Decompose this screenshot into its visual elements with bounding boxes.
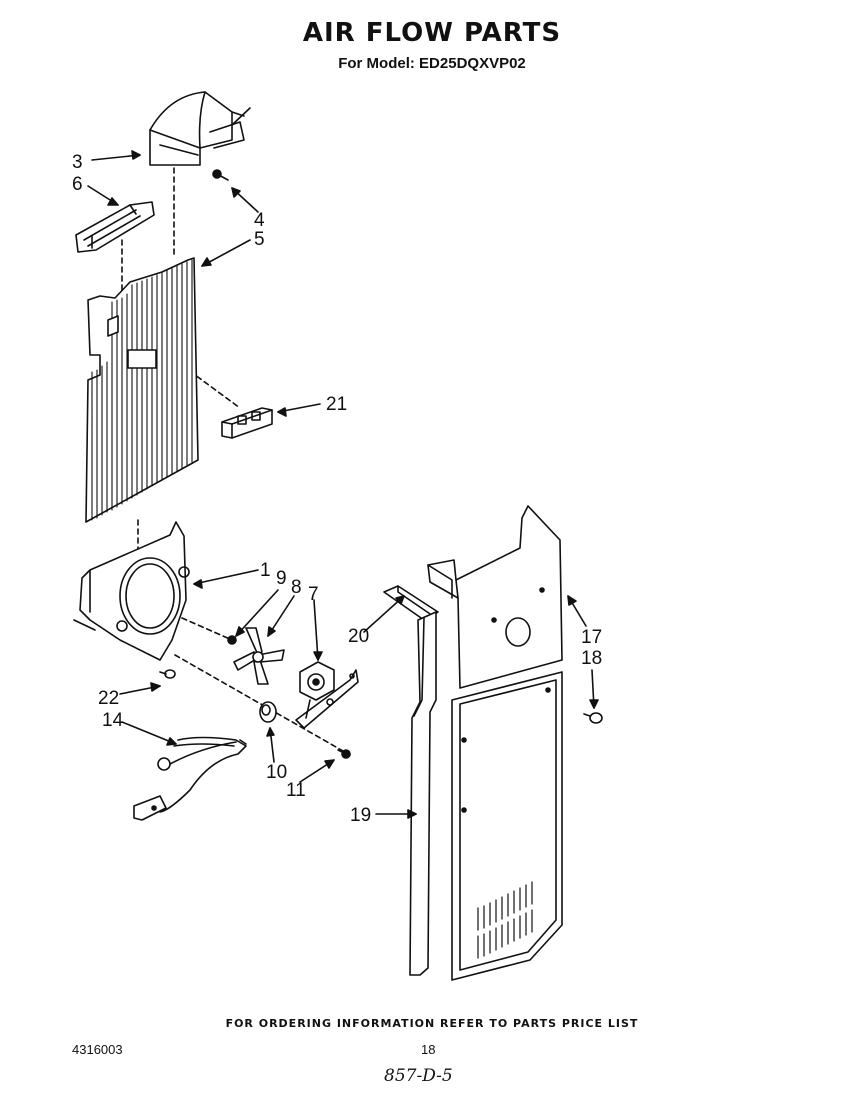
screw-part-4 <box>212 169 229 181</box>
page-number: 18 <box>421 1042 436 1057</box>
vent-grille <box>75 201 155 253</box>
callout-14: 14 <box>102 710 124 731</box>
callout-8: 8 <box>291 577 302 598</box>
air-duct-housing <box>149 91 251 166</box>
rear-access-panel <box>427 505 563 981</box>
handwritten-code: 857-D-5 <box>384 1066 453 1086</box>
callout-10: 10 <box>266 762 287 783</box>
callout-1: 1 <box>260 560 271 581</box>
leader-lines <box>87 150 599 819</box>
clip-part-21 <box>221 407 273 439</box>
grommet-part-10 <box>259 701 277 723</box>
callout-22: 22 <box>98 688 119 709</box>
callout-17: 17 <box>581 627 602 648</box>
nut-part-9 <box>227 635 237 645</box>
divider-trim <box>409 611 437 976</box>
callout-18: 18 <box>581 648 602 669</box>
callout-7: 7 <box>308 584 319 605</box>
callout-9: 9 <box>276 568 287 589</box>
callout-5: 5 <box>254 229 265 250</box>
callout-19: 19 <box>350 805 371 826</box>
fan-shroud <box>73 521 190 661</box>
ordering-note: FOR ORDERING INFORMATION REFER TO PARTS … <box>225 1017 639 1030</box>
wire-harness <box>133 736 247 821</box>
callout-6: 6 <box>72 174 83 195</box>
screw-part-22 <box>159 669 176 679</box>
callout-21: 21 <box>326 394 347 415</box>
fan-blade <box>233 627 285 685</box>
page-title: AIR FLOW PARTS <box>302 18 562 48</box>
screw-part-11 <box>337 749 351 759</box>
fan-motor-bracket <box>295 661 359 729</box>
document-number: 4316003 <box>72 1042 123 1057</box>
model-subtitle: For Model: ED25DQXVP02 <box>338 55 526 72</box>
evaporator-cover-panel <box>85 257 199 523</box>
callout-3: 3 <box>72 152 83 173</box>
callout-20: 20 <box>348 626 369 647</box>
callout-4: 4 <box>254 210 265 231</box>
screw-part-18 <box>583 712 603 724</box>
foam-strip <box>383 585 439 621</box>
callout-11: 11 <box>286 780 306 801</box>
